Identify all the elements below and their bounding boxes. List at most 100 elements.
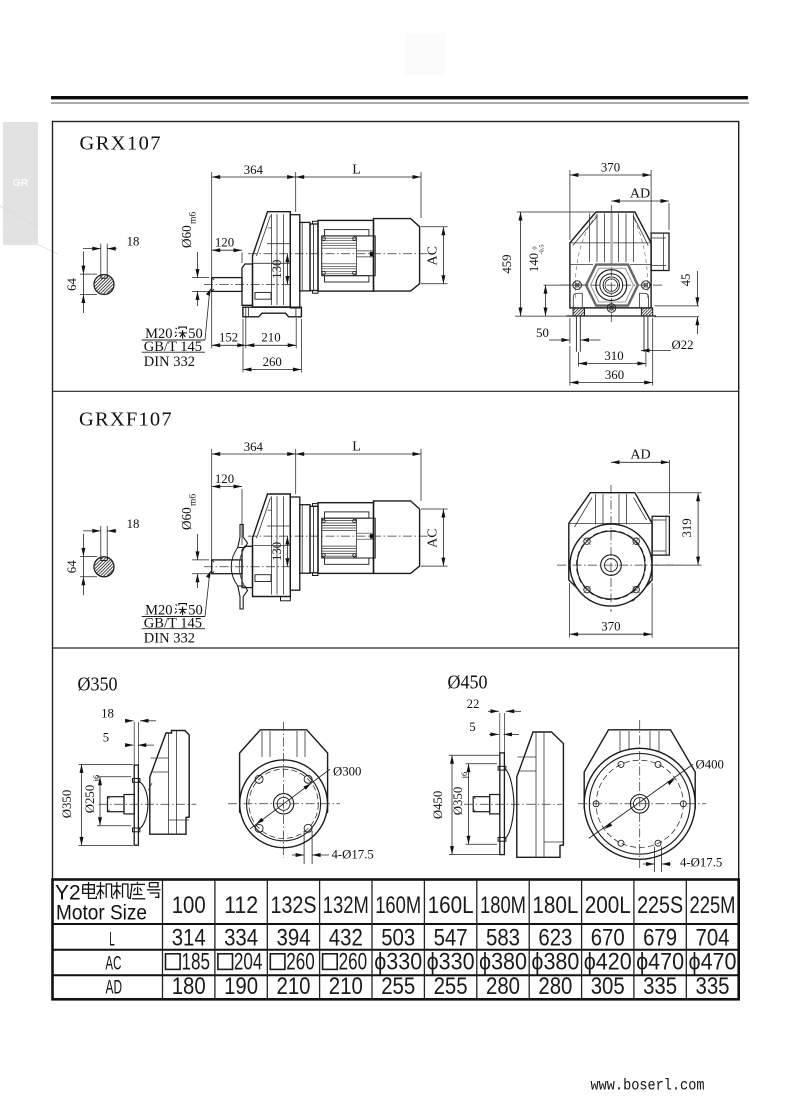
svg-text:255: 255 (434, 973, 468, 1000)
svg-text:GRXF107: GRXF107 (79, 409, 173, 431)
svg-text:22: 22 (467, 697, 480, 711)
svg-text:180L: 180L (532, 892, 578, 919)
svg-text:Ø400: Ø400 (696, 758, 724, 772)
svg-text:45: 45 (679, 274, 693, 287)
svg-text:152: 152 (219, 331, 238, 345)
svg-text:GRX107: GRX107 (80, 133, 162, 155)
svg-text:L: L (352, 163, 361, 178)
svg-text:370: 370 (601, 161, 620, 175)
svg-text:Ø450: Ø450 (431, 791, 445, 819)
svg-text:Ø350: Ø350 (451, 787, 465, 815)
svg-text:Ø350: Ø350 (60, 790, 74, 818)
svg-text:210: 210 (329, 973, 363, 1000)
svg-text:AD: AD (630, 186, 650, 201)
svg-text:160L: 160L (428, 892, 474, 919)
svg-text:335: 335 (696, 973, 730, 1000)
svg-text:547: 547 (434, 924, 468, 951)
svg-text:Ø250: Ø250 (83, 785, 97, 813)
svg-text:GR: GR (13, 177, 29, 189)
svg-text:280: 280 (538, 973, 572, 1000)
svg-text:394: 394 (277, 924, 311, 951)
svg-text:704: 704 (696, 924, 730, 951)
svg-text:305: 305 (591, 973, 625, 1000)
svg-text:314: 314 (172, 924, 206, 951)
svg-text:4-Ø17.5: 4-Ø17.5 (332, 848, 374, 862)
svg-text:319: 319 (680, 518, 694, 537)
svg-text:AD: AD (630, 448, 650, 463)
svg-text:50: 50 (188, 603, 203, 619)
svg-text:m6: m6 (189, 212, 199, 224)
svg-text:623: 623 (538, 924, 572, 951)
svg-text:100: 100 (172, 892, 206, 919)
svg-text:334: 334 (224, 924, 258, 951)
svg-text:Motor Size: Motor Size (56, 901, 147, 925)
svg-text:AC: AC (105, 953, 121, 974)
svg-text:0: 0 (532, 246, 539, 249)
svg-text:GB/T 145: GB/T 145 (144, 339, 202, 355)
svg-text:j6: j6 (459, 772, 469, 780)
svg-text:200L: 200L (585, 892, 631, 919)
svg-text:5: 5 (469, 720, 475, 734)
svg-text:AC: AC (426, 246, 441, 265)
svg-text:260: 260 (286, 948, 315, 975)
svg-text:L: L (352, 440, 361, 455)
svg-text:180M: 180M (480, 892, 526, 919)
svg-text:ϕ330: ϕ330 (427, 948, 475, 975)
svg-text:AC: AC (426, 528, 441, 547)
svg-text:140: 140 (527, 253, 541, 272)
svg-text:m6: m6 (189, 494, 199, 506)
svg-text:112: 112 (224, 892, 258, 919)
svg-text:ϕ470: ϕ470 (689, 948, 737, 975)
svg-text:583: 583 (486, 924, 520, 951)
svg-text:50: 50 (188, 326, 203, 342)
svg-text:255: 255 (381, 973, 415, 1000)
svg-text:225S: 225S (637, 892, 683, 919)
svg-text:4-Ø17.5: 4-Ø17.5 (680, 856, 722, 870)
svg-text:503: 503 (381, 924, 415, 951)
svg-text:Ø60: Ø60 (179, 225, 194, 248)
svg-text:130: 130 (270, 542, 284, 561)
svg-text:Ø300: Ø300 (333, 765, 361, 779)
svg-text:190: 190 (224, 973, 258, 1000)
svg-text:185: 185 (182, 948, 211, 975)
svg-text:www.boserl.com: www.boserl.com (591, 1077, 705, 1095)
svg-text:132M: 132M (323, 892, 369, 919)
svg-text:64: 64 (65, 560, 79, 573)
svg-text:GB/T 145: GB/T 145 (144, 615, 202, 631)
svg-text:210: 210 (261, 331, 280, 345)
svg-text:364: 364 (244, 163, 264, 177)
svg-text:204: 204 (234, 948, 263, 975)
svg-text:DIN 332: DIN 332 (144, 354, 195, 370)
svg-text:ϕ330: ϕ330 (374, 948, 422, 975)
svg-text:280: 280 (486, 973, 520, 1000)
svg-text:260: 260 (263, 355, 282, 369)
svg-text:j6: j6 (91, 775, 101, 783)
svg-text:459: 459 (500, 254, 514, 273)
svg-text:670: 670 (591, 924, 625, 951)
svg-text:AD: AD (106, 978, 123, 999)
svg-text:18: 18 (127, 517, 140, 531)
svg-text:ϕ380: ϕ380 (531, 948, 579, 975)
svg-text:310: 310 (604, 349, 623, 363)
svg-text:180: 180 (172, 973, 206, 1000)
svg-text:18: 18 (101, 707, 114, 721)
svg-text:120: 120 (215, 472, 234, 486)
svg-text:Ø60: Ø60 (179, 507, 194, 530)
svg-text:ϕ380: ϕ380 (479, 948, 527, 975)
svg-text:DIN 332: DIN 332 (144, 630, 195, 646)
svg-text:335: 335 (643, 973, 677, 1000)
svg-text:5: 5 (103, 731, 109, 745)
svg-text:210: 210 (277, 973, 311, 1000)
svg-text:370: 370 (601, 620, 620, 634)
svg-text:50: 50 (536, 326, 549, 340)
svg-text:L: L (109, 929, 115, 950)
svg-text:18: 18 (127, 235, 140, 249)
svg-text:225M: 225M (690, 892, 736, 919)
svg-text:260: 260 (339, 948, 368, 975)
svg-text:Ø22: Ø22 (672, 338, 694, 352)
svg-text:364: 364 (244, 440, 264, 454)
svg-text:160M: 160M (375, 892, 421, 919)
svg-text:360: 360 (605, 368, 624, 382)
svg-text:132S: 132S (271, 892, 317, 919)
svg-text:Y2: Y2 (55, 882, 81, 905)
